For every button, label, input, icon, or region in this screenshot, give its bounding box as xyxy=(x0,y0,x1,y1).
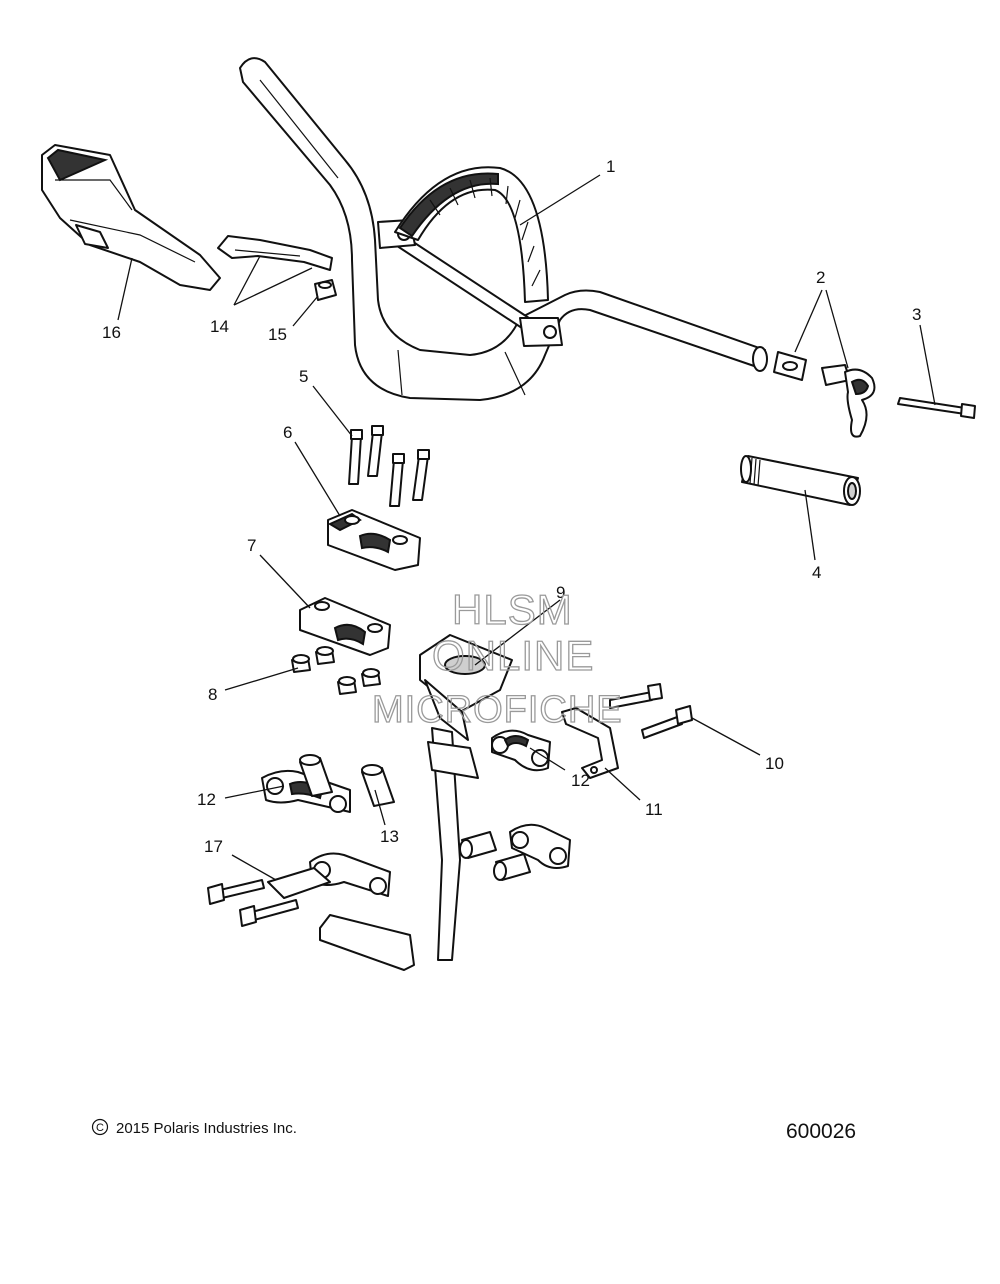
upper-clamp-part xyxy=(327,509,421,571)
bushings-part xyxy=(299,754,531,881)
watermark-line-2: ONLINE xyxy=(432,632,594,679)
lever-block-part xyxy=(314,279,337,301)
callout-14: 14 xyxy=(210,317,229,336)
watermark: HLSM ONLINE MICROFICHE xyxy=(371,585,623,731)
callout-13: 13 xyxy=(380,827,399,846)
flange-nuts-part xyxy=(291,646,381,695)
callout-9: 9 xyxy=(556,583,565,602)
throttle-assembly-part xyxy=(773,351,876,438)
mount-bracket-part xyxy=(561,707,619,779)
callout-12-right: 12 xyxy=(571,771,590,790)
callout-7: 7 xyxy=(247,536,256,555)
u-clamp-lower-right-part xyxy=(509,823,571,869)
copyright-text: 2015 Polaris Industries Inc. xyxy=(116,1120,297,1137)
callout-4: 4 xyxy=(812,563,821,582)
callout-6: 6 xyxy=(283,423,292,442)
brake-lever-part xyxy=(217,235,333,271)
copyright-letter: C xyxy=(96,1122,104,1134)
callout-8: 8 xyxy=(208,685,217,704)
callout-12: 12 xyxy=(197,790,216,809)
callout-numbers: 1 2 3 4 5 6 7 8 9 10 11 12 12 13 14 15 1… xyxy=(102,157,921,856)
watermark-line-3: MICROFICHE xyxy=(372,689,623,731)
leader-lines xyxy=(117,174,936,881)
throttle-bolt-part xyxy=(897,397,976,419)
watermark-line-1: HLSM xyxy=(452,586,573,633)
hand-grip-part xyxy=(740,455,861,506)
copyright-circle xyxy=(91,1118,109,1136)
diagram-number: 600026 xyxy=(786,1120,856,1143)
callout-5: 5 xyxy=(299,367,308,386)
callout-1: 1 xyxy=(606,157,615,176)
handlebar-part xyxy=(239,57,768,401)
callout-2: 2 xyxy=(816,268,825,287)
callout-15: 15 xyxy=(268,325,287,344)
callout-11: 11 xyxy=(645,800,663,819)
lower-clamp-part xyxy=(299,597,391,656)
clamp-bolts-part xyxy=(348,425,430,507)
callout-3: 3 xyxy=(912,305,921,324)
plate-and-bolts-part xyxy=(207,867,331,927)
callout-10: 10 xyxy=(765,754,784,773)
callout-16: 16 xyxy=(102,323,121,342)
footer: C 2015 Polaris Industries Inc. 600026 xyxy=(91,1118,856,1143)
u-clamp-right-part xyxy=(491,729,551,772)
hand-guard-part xyxy=(41,144,221,291)
mount-bolts-part xyxy=(609,683,693,739)
callout-17: 17 xyxy=(204,837,223,856)
